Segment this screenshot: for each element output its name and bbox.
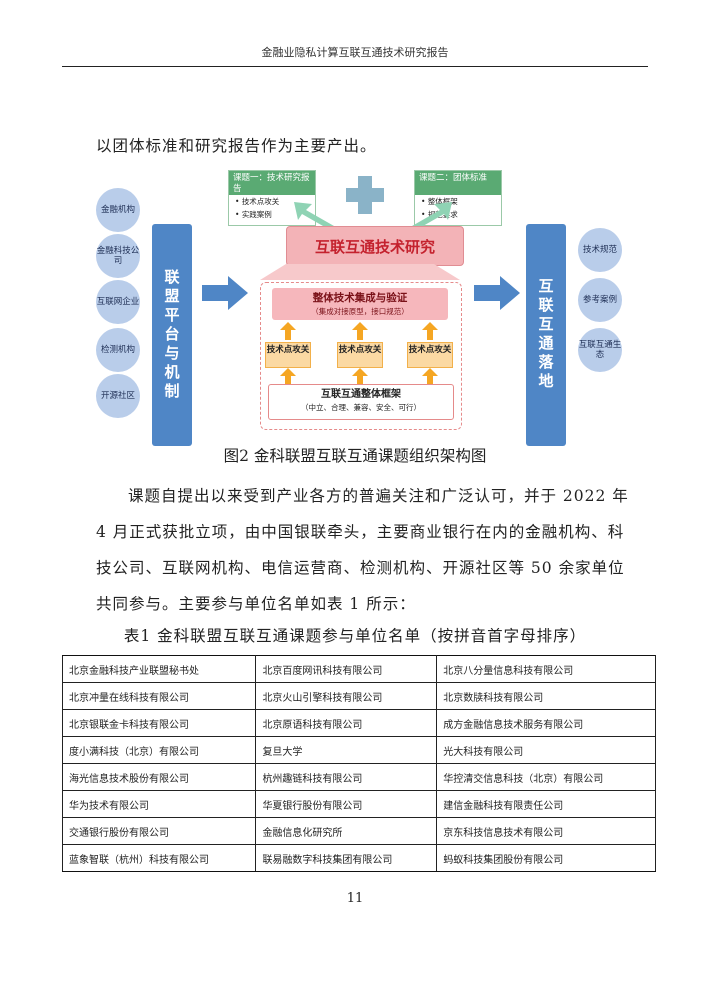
table-cell: 北京数牍科技有限公司 [436, 682, 656, 710]
table-cell: 光大科技有限公司 [436, 736, 656, 764]
up-arrow-stem [285, 330, 291, 340]
left-bar: 联盟平台与机制 [152, 224, 192, 446]
intro-line: 以团体标准和研究报告作为主要产出。 [96, 137, 377, 155]
table-cell: 北京百度网讯科技有限公司 [255, 655, 438, 683]
table-cell: 北京火山引擎科技有限公司 [255, 682, 438, 710]
table-cell: 成方金融信息技术服务有限公司 [436, 709, 656, 737]
up-arrow-icon [422, 368, 438, 376]
table-row: 交通银行股份有限公司 金融信息化研究所 京东科技信息技术有限公司 [61, 817, 656, 845]
center-base [260, 264, 460, 280]
page-number: 11 [346, 891, 364, 906]
right-arrow-icon [202, 276, 248, 310]
tech-point-box: 技术点攻关 [337, 342, 383, 368]
integration-box: 整体技术集成与验证 （集成对接原型，接口规范） [272, 288, 448, 320]
table-row: 北京银联金卡科技有限公司 北京原语科技有限公司 成方金融信息技术服务有限公司 [61, 709, 656, 737]
table-cell: 北京冲量在线科技有限公司 [61, 682, 257, 710]
table-row: 华为技术有限公司 华夏银行股份有限公司 建信金融科技有限责任公司 [61, 790, 656, 818]
table-row: 蓝象智联（杭州）科技有限公司 联易融数字科技集团有限公司 蚂蚁科技集团股份有限公… [61, 844, 656, 872]
integration-subtitle: （集成对接原型，接口规范） [311, 307, 409, 316]
table-cell: 北京原语科技有限公司 [255, 709, 438, 737]
integration-title: 整体技术集成与验证 [312, 292, 408, 304]
table-row: 度小满科技（北京）有限公司 复旦大学 光大科技有限公司 [61, 736, 656, 764]
table-row: 北京金融科技产业联盟秘书处 北京百度网讯科技有限公司 北京八分量信息科技有限公司 [61, 655, 656, 683]
up-left-arrow-icon [294, 202, 334, 230]
up-right-arrow-icon [412, 202, 452, 230]
framework-subtitle: （中立、合理、兼容、安全、可行） [301, 403, 421, 412]
right-entity: 互联互通生态 [578, 328, 622, 372]
left-entity: 金融机构 [96, 188, 140, 232]
topic-two-title: 课题二：团体标准 [415, 171, 501, 195]
table-cell: 联易融数字科技集团有限公司 [255, 844, 438, 872]
body-line: 共同参与。主要参与单位名单如表 1 所示： [96, 595, 416, 613]
right-bar: 互联互通落地 [526, 224, 566, 446]
table-cell: 杭州趣链科技有限公司 [255, 763, 438, 791]
table-cell: 交通银行股份有限公司 [61, 817, 257, 845]
up-arrow-icon [352, 322, 368, 330]
body-line: 4 月正式获批立项，由中国银联牵头，主要商业银行在内的金融机构、科 [96, 523, 625, 541]
up-arrow-stem [427, 376, 433, 384]
left-entity: 检测机构 [96, 328, 140, 372]
up-arrow-stem [357, 330, 363, 340]
up-arrow-stem [427, 330, 433, 340]
topic-one-title: 课题一：技术研究报告 [229, 171, 315, 195]
table-cell: 京东科技信息技术有限公司 [436, 817, 656, 845]
tech-point-box: 技术点攻关 [265, 342, 311, 368]
left-entity: 金融科技公司 [96, 234, 140, 278]
table-caption: 表1 金科联盟互联互通课题参与单位名单（按拼音首字母排序） [123, 627, 587, 645]
table-cell: 北京八分量信息科技有限公司 [436, 655, 656, 683]
left-entity: 开源社区 [96, 374, 140, 418]
table-cell: 北京银联金卡科技有限公司 [61, 709, 257, 737]
framework-title: 互联互通整体框架 [321, 389, 401, 400]
table-cell: 蓝象智联（杭州）科技有限公司 [61, 844, 257, 872]
topic-one-item: • 实践案例 [235, 210, 272, 219]
up-arrow-stem [357, 376, 363, 384]
table-cell: 度小满科技（北京）有限公司 [61, 736, 257, 764]
topic-two-item: • 整体框架 [421, 197, 458, 206]
table-cell: 海光信息技术股份有限公司 [61, 763, 257, 791]
up-arrow-icon [280, 322, 296, 330]
right-entity: 参考案例 [578, 278, 622, 322]
page-header: 金融业隐私计算互联互通技术研究报告 [261, 46, 449, 59]
plus-icon-bar [346, 188, 384, 202]
table-cell: 建信金融科技有限责任公司 [436, 790, 656, 818]
table-cell: 复旦大学 [255, 736, 438, 764]
table-row: 北京冲量在线科技有限公司 北京火山引擎科技有限公司 北京数牍科技有限公司 [61, 682, 656, 710]
right-arrow-icon [474, 276, 520, 310]
up-arrow-icon [280, 368, 296, 376]
table-cell: 金融信息化研究所 [255, 817, 438, 845]
table-cell: 华控清交信息科技（北京）有限公司 [436, 763, 656, 791]
figure-caption: 图2 金科联盟互联互通课题组织架构图 [223, 447, 487, 465]
up-arrow-stem [285, 376, 291, 384]
body-line: 技公司、互联网机构、电信运营商、检测机构、开源社区等 50 余家单位 [96, 559, 625, 577]
framework-box: 互联互通整体框架 （中立、合理、兼容、安全、可行） [268, 384, 454, 420]
right-entity: 技术规范 [578, 228, 622, 272]
up-arrow-icon [422, 322, 438, 330]
participant-table: 北京金融科技产业联盟秘书处 北京百度网讯科技有限公司 北京八分量信息科技有限公司… [61, 655, 656, 872]
org-diagram: 金融机构 金融科技公司 互联网企业 检测机构 开源社区 联盟平台与机制 课题一：… [88, 168, 638, 446]
table-cell: 北京金融科技产业联盟秘书处 [61, 655, 257, 683]
up-arrow-icon [352, 368, 368, 376]
body-line: 课题自提出以来受到产业各方的普遍关注和广泛认可，并于 2022 年 [128, 487, 629, 505]
table-cell: 蚂蚁科技集团股份有限公司 [436, 844, 656, 872]
header-rule [62, 66, 648, 67]
table-cell: 华为技术有限公司 [61, 790, 257, 818]
topic-one-box: 课题一：技术研究报告 • 技术点攻关 • 实践案例 [228, 170, 316, 226]
left-entity: 互联网企业 [96, 280, 140, 324]
table-cell: 华夏银行股份有限公司 [255, 790, 438, 818]
tech-point-box: 技术点攻关 [407, 342, 453, 368]
table-row: 海光信息技术股份有限公司 杭州趣链科技有限公司 华控清交信息科技（北京）有限公司 [61, 763, 656, 791]
topic-one-item: • 技术点攻关 [235, 197, 280, 206]
center-title: 互联互通技术研究 [286, 226, 464, 266]
